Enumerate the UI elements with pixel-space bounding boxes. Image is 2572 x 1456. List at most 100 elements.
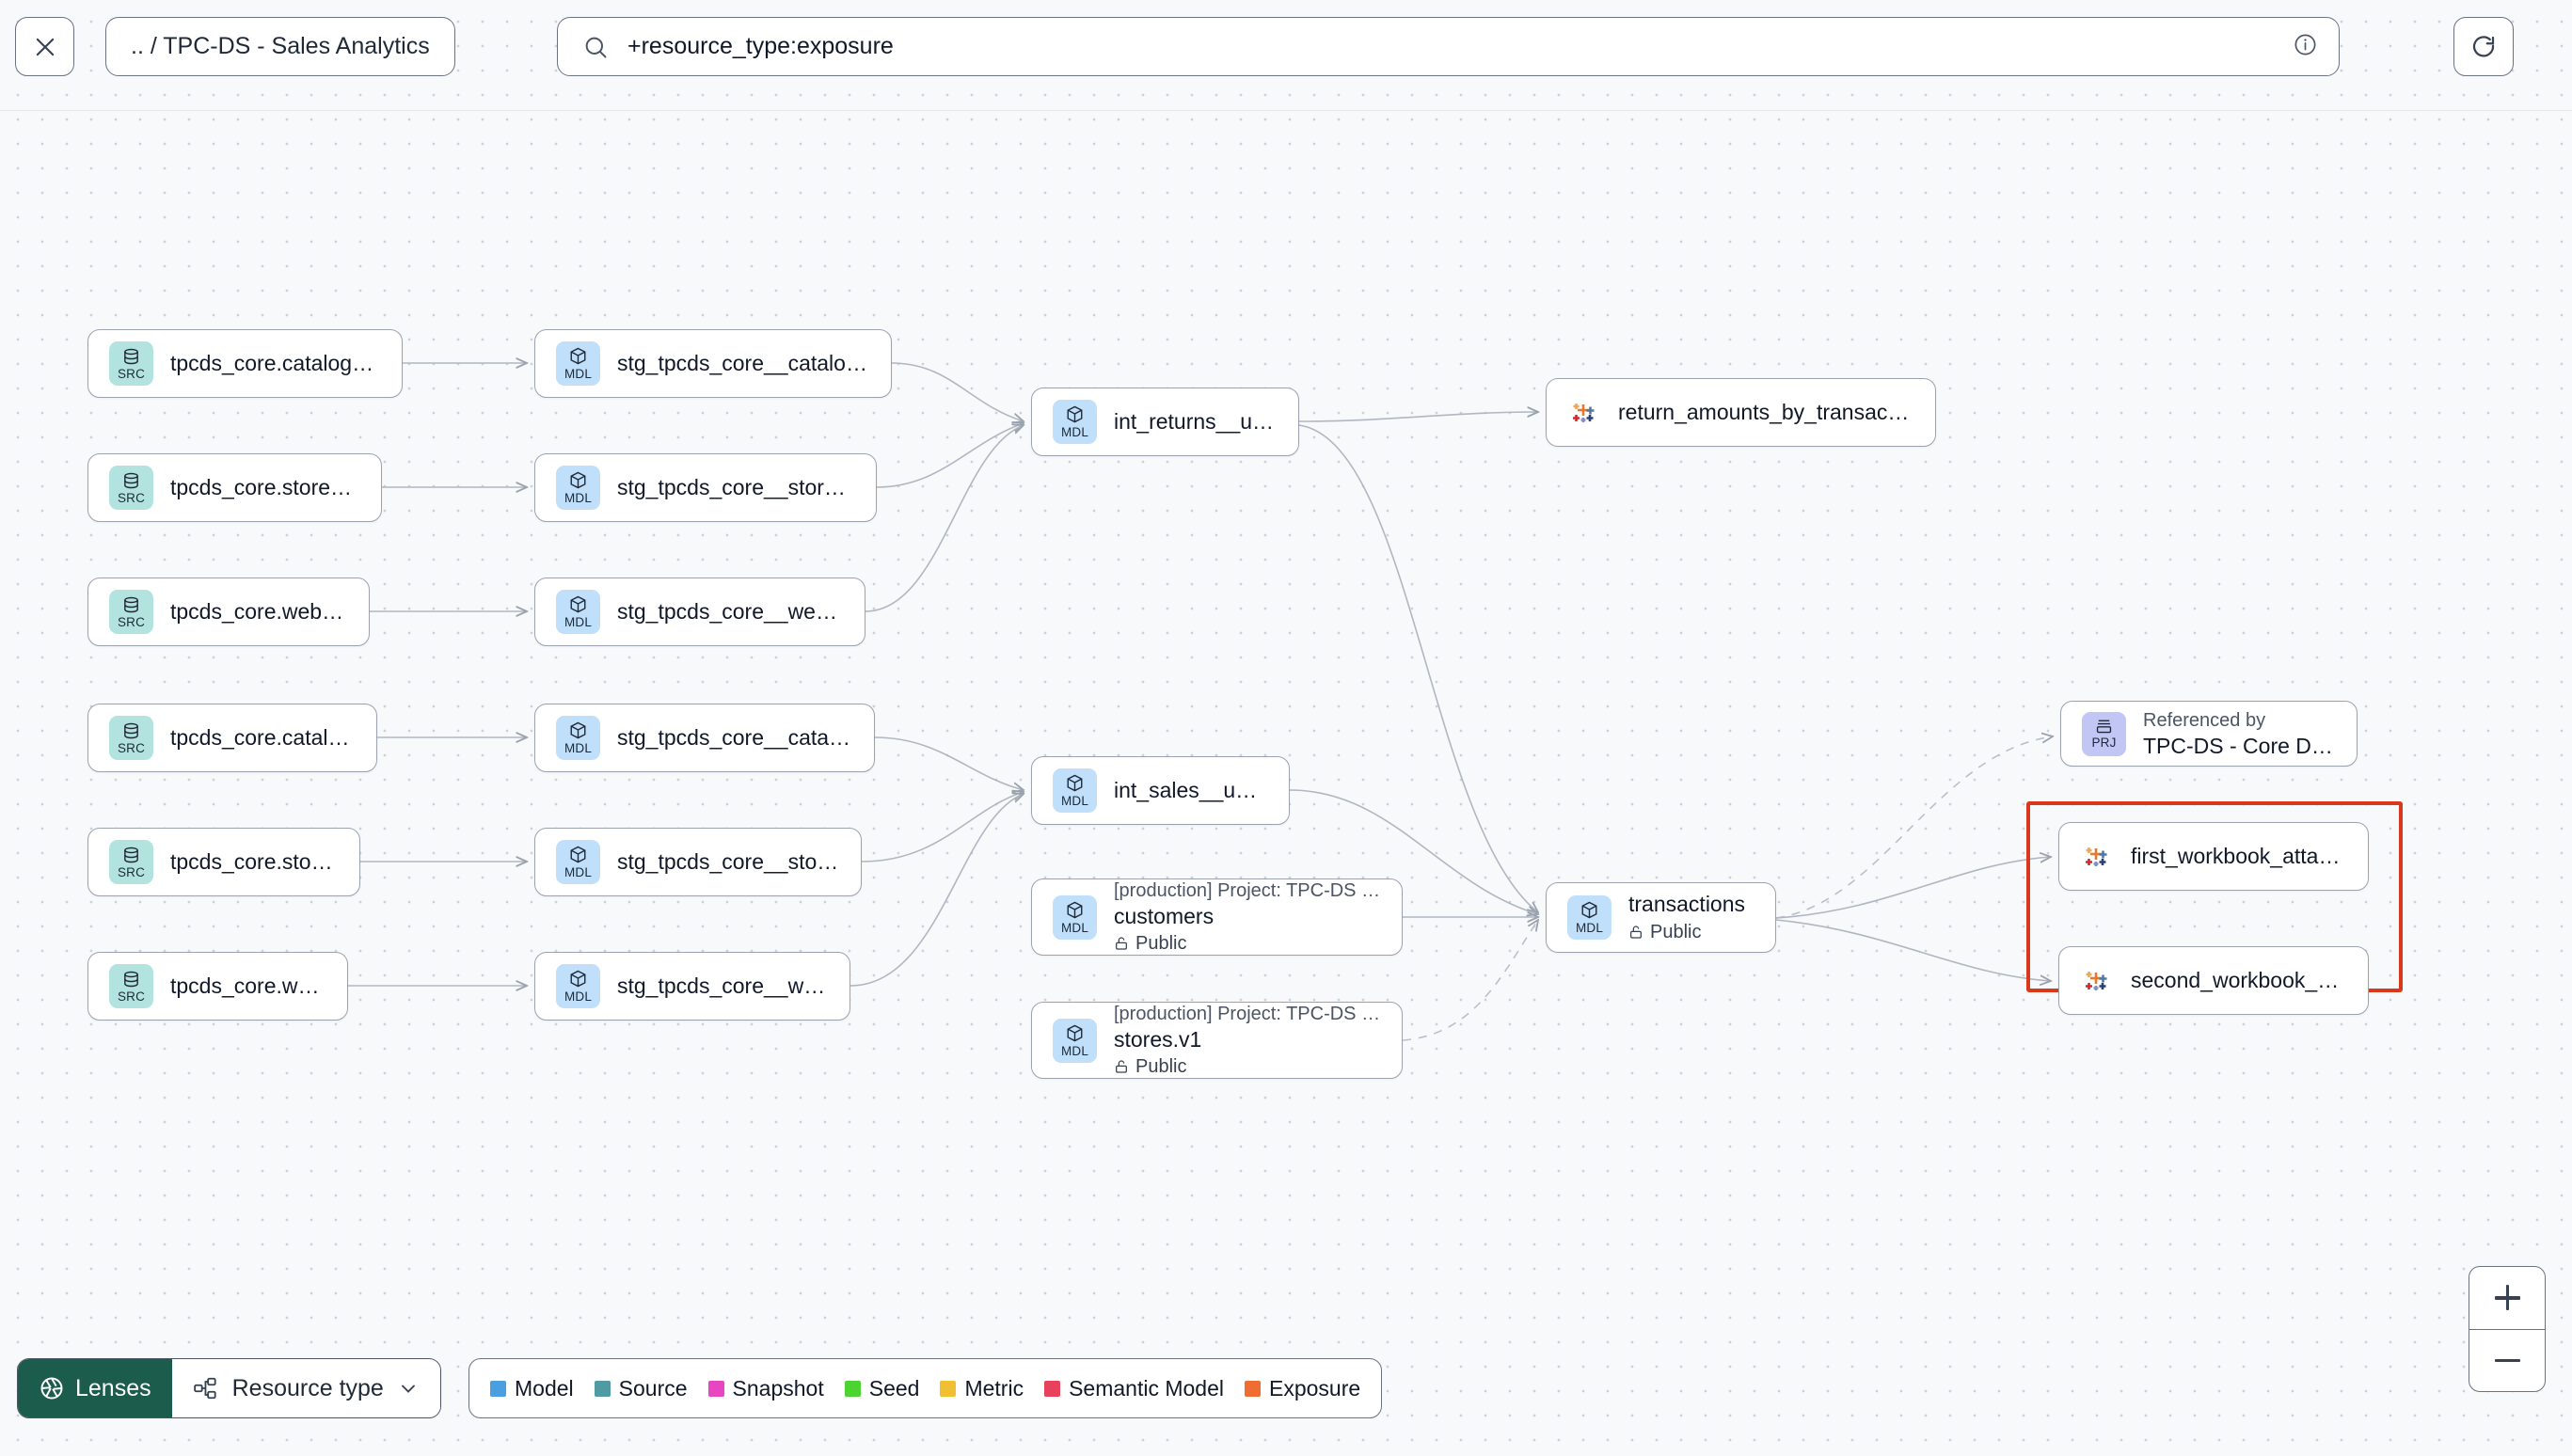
node-title: tpcds_core.store_returns (170, 475, 360, 500)
src-badge-label: SRC (117, 490, 146, 505)
node-src-store-returns[interactable]: SRC tpcds_core.store_returns (87, 453, 382, 522)
mdl-badge: MDL (556, 840, 600, 884)
node-second-workbook-exposure[interactable]: second_workbook_connected_to_live… (2058, 946, 2369, 1015)
node-int-sales-unioned[interactable]: MDL int_sales__unioned (1031, 756, 1290, 825)
node-title: tpcds_core.catalog_sales (170, 725, 356, 751)
unlock-icon (1630, 926, 1642, 939)
info-icon[interactable] (2293, 32, 2318, 62)
legend-label: Metric (964, 1375, 1024, 1401)
legend-item-metric: Metric (940, 1376, 1024, 1401)
node-stg-web-returns[interactable]: MDL stg_tpcds_core__web_returns (534, 578, 865, 646)
node-stg-store-returns[interactable]: MDL stg_tpcds_core__store_returns (534, 453, 877, 522)
plus-icon (2494, 1285, 2520, 1311)
node-src-catalog-sales[interactable]: SRC tpcds_core.catalog_sales (87, 704, 377, 772)
node-title: stg_tpcds_core__catalog_sales (617, 725, 853, 751)
prj-badge: PRJ (2082, 711, 2126, 756)
node-title: return_amounts_by_transaction_type (1618, 400, 1914, 425)
node-first-workbook-exposure[interactable]: first_workbook_attached_to_tpc-ds_-_… (2058, 822, 2369, 891)
toolbar-divider (0, 110, 2572, 111)
resource-type-dropdown[interactable]: Resource type (171, 1359, 440, 1417)
src-badge-label: SRC (117, 366, 146, 381)
mdl-badge-label: MDL (564, 865, 593, 880)
mdl-badge-label: MDL (564, 989, 593, 1005)
node-title: tpcds_core.web_returns (170, 599, 348, 625)
zoom-out-button[interactable] (2469, 1330, 2545, 1392)
hierarchy-icon (193, 1377, 216, 1400)
node-title: first_workbook_attached_to_tpc-ds_-_… (2131, 844, 2347, 869)
src-badge-label: SRC (117, 614, 146, 629)
mdl-badge: MDL (1053, 894, 1097, 940)
node-access-label: Public (1135, 1056, 1187, 1078)
node-referenced-by-project[interactable]: PRJ Referenced by TPC-DS - Core Data Mod… (2060, 701, 2358, 767)
node-src-web-returns[interactable]: SRC tpcds_core.web_returns (87, 578, 370, 646)
breadcrumb[interactable]: .. / TPC-DS - Sales Analytics (105, 17, 455, 76)
legend-swatch (594, 1380, 611, 1397)
legend-item-exposure: Exposure (1245, 1376, 1360, 1401)
node-title: stores.v1 (1114, 1026, 1202, 1052)
node-title: TPC-DS - Core Data Models (2143, 733, 2336, 758)
node-title: stg_tpcds_core__web_sales (617, 973, 829, 999)
legend-label: Exposure (1269, 1375, 1361, 1401)
chevron-down-icon (401, 1385, 415, 1393)
legend-label: Seed (868, 1375, 920, 1401)
node-stg-catalog-returns[interactable]: MDL stg_tpcds_core__catalog_returns (534, 329, 892, 398)
node-src-store-sales[interactable]: SRC tpcds_core.store_sales (87, 828, 360, 896)
mdl-badge: MDL (556, 341, 600, 386)
legend-swatch (844, 1380, 861, 1397)
legend-swatch (940, 1380, 957, 1397)
node-transactions[interactable]: MDL transactions Public (1546, 882, 1776, 953)
src-badge: SRC (109, 716, 153, 760)
node-project-subtitle: [production] Project: TPC-DS - Core Data… (1114, 1003, 1381, 1024)
legend-swatch (490, 1380, 506, 1397)
search-bar[interactable]: +resource_type:exposure (557, 17, 2340, 76)
top-toolbar: .. / TPC-DS - Sales Analytics +resource_… (0, 0, 2572, 111)
node-return-amounts-by-transaction-type[interactable]: return_amounts_by_transaction_type (1546, 378, 1936, 447)
node-src-web-sales[interactable]: SRC tpcds_core.web_sales (87, 952, 348, 1021)
legend-swatch (1245, 1380, 1261, 1397)
tableau-exposure-icon (2080, 841, 2112, 873)
node-int-returns-unioned[interactable]: MDL int_returns__unioned (1031, 388, 1299, 456)
node-stg-web-sales[interactable]: MDL stg_tpcds_core__web_sales (534, 952, 850, 1021)
refresh-button[interactable] (2453, 17, 2514, 76)
legend-item-snapshot: Snapshot (707, 1376, 824, 1401)
node-stg-catalog-sales[interactable]: MDL stg_tpcds_core__catalog_sales (534, 704, 875, 772)
lenses-button[interactable]: Lenses (18, 1359, 172, 1417)
node-customers[interactable]: MDL [production] Project: TPC-DS - Core … (1031, 878, 1403, 956)
legend-label: Source (618, 1375, 688, 1401)
mdl-badge: MDL (1567, 895, 1611, 940)
legend-label: Semantic Model (1069, 1375, 1224, 1401)
node-stores-v1[interactable]: MDL [production] Project: TPC-DS - Core … (1031, 1002, 1403, 1079)
legend-item-model: Model (490, 1376, 574, 1401)
mdl-badge-label: MDL (564, 615, 593, 630)
node-stg-store-sales[interactable]: MDL stg_tpcds_core__store_sales (534, 828, 862, 896)
tableau-exposure-icon (1567, 397, 1599, 429)
refresh-icon (2472, 35, 2495, 57)
src-badge: SRC (109, 964, 153, 1008)
close-button[interactable] (15, 17, 74, 76)
search-input[interactable]: +resource_type:exposure (627, 33, 894, 59)
node-src-catalog-returns[interactable]: SRC tpcds_core.catalog_returns (87, 329, 403, 398)
node-title: second_workbook_connected_to_live… (2131, 968, 2347, 993)
node-title: tpcds_core.web_sales (170, 973, 326, 999)
unlock-icon (1116, 1060, 1127, 1074)
tableau-exposure-icon (2080, 965, 2112, 997)
legend-label: Model (515, 1375, 574, 1401)
node-title: stg_tpcds_core__store_sales (617, 849, 840, 875)
legend-swatch (707, 1380, 724, 1397)
node-project-subtitle: [production] Project: TPC-DS - Core Data… (1114, 879, 1381, 901)
zoom-in-button[interactable] (2469, 1267, 2545, 1330)
src-badge: SRC (109, 840, 153, 884)
mdl-badge-label: MDL (1060, 794, 1089, 809)
mdl-badge: MDL (556, 964, 600, 1008)
node-title: tpcds_core.store_sales (170, 849, 339, 875)
src-badge-label: SRC (117, 864, 146, 879)
mdl-badge-label: MDL (564, 741, 593, 756)
resource-type-legend: Model Source Snapshot Seed Metric Semant… (468, 1358, 1383, 1418)
node-title: transactions (1628, 892, 1746, 917)
mdl-badge: MDL (1053, 768, 1097, 813)
unlock-icon (1116, 937, 1127, 951)
node-access-label: Public (1650, 921, 1702, 942)
node-referenced-by-label: Referenced by (2143, 709, 2266, 731)
node-title: stg_tpcds_core__store_returns (617, 475, 855, 500)
mdl-badge-label: MDL (1575, 921, 1604, 936)
